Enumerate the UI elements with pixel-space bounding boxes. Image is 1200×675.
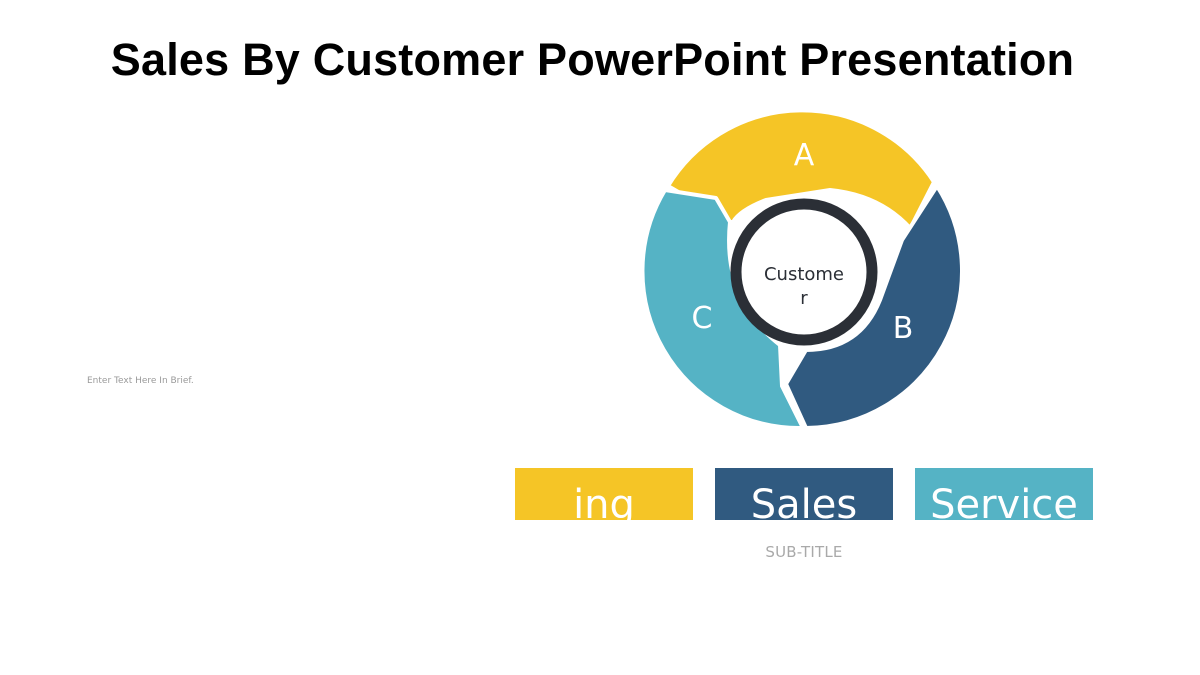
center-label-line1: Custome bbox=[764, 264, 844, 285]
brief-text: Enter Text Here In Brief. bbox=[87, 376, 194, 386]
box-marketing-fill: ing bbox=[515, 468, 693, 520]
box-marketing-label: ing bbox=[573, 482, 635, 520]
segment-c-label: C bbox=[692, 301, 713, 336]
box-sales-label: Sales bbox=[750, 482, 858, 520]
box-service: Service bbox=[915, 440, 1093, 520]
box-service-fill: Service bbox=[915, 468, 1093, 520]
segment-b-label: B bbox=[893, 311, 914, 346]
segment-a bbox=[666, 108, 936, 230]
center-label-line2: r bbox=[800, 288, 808, 309]
customer-cycle-diagram: A B C Custome r bbox=[640, 108, 964, 431]
sub-title: SUB-TITLE bbox=[765, 543, 843, 561]
segment-a-label: A bbox=[794, 138, 815, 173]
slide-title: Sales By Customer PowerPoint Presentatio… bbox=[110, 34, 1075, 85]
center-ring bbox=[730, 198, 878, 346]
segment-b bbox=[784, 184, 964, 430]
box-marketing: ing bbox=[515, 440, 693, 520]
box-sales: Sales bbox=[715, 440, 893, 520]
box-sales-fill: Sales bbox=[715, 468, 893, 520]
box-service-label: Service bbox=[930, 482, 1078, 520]
